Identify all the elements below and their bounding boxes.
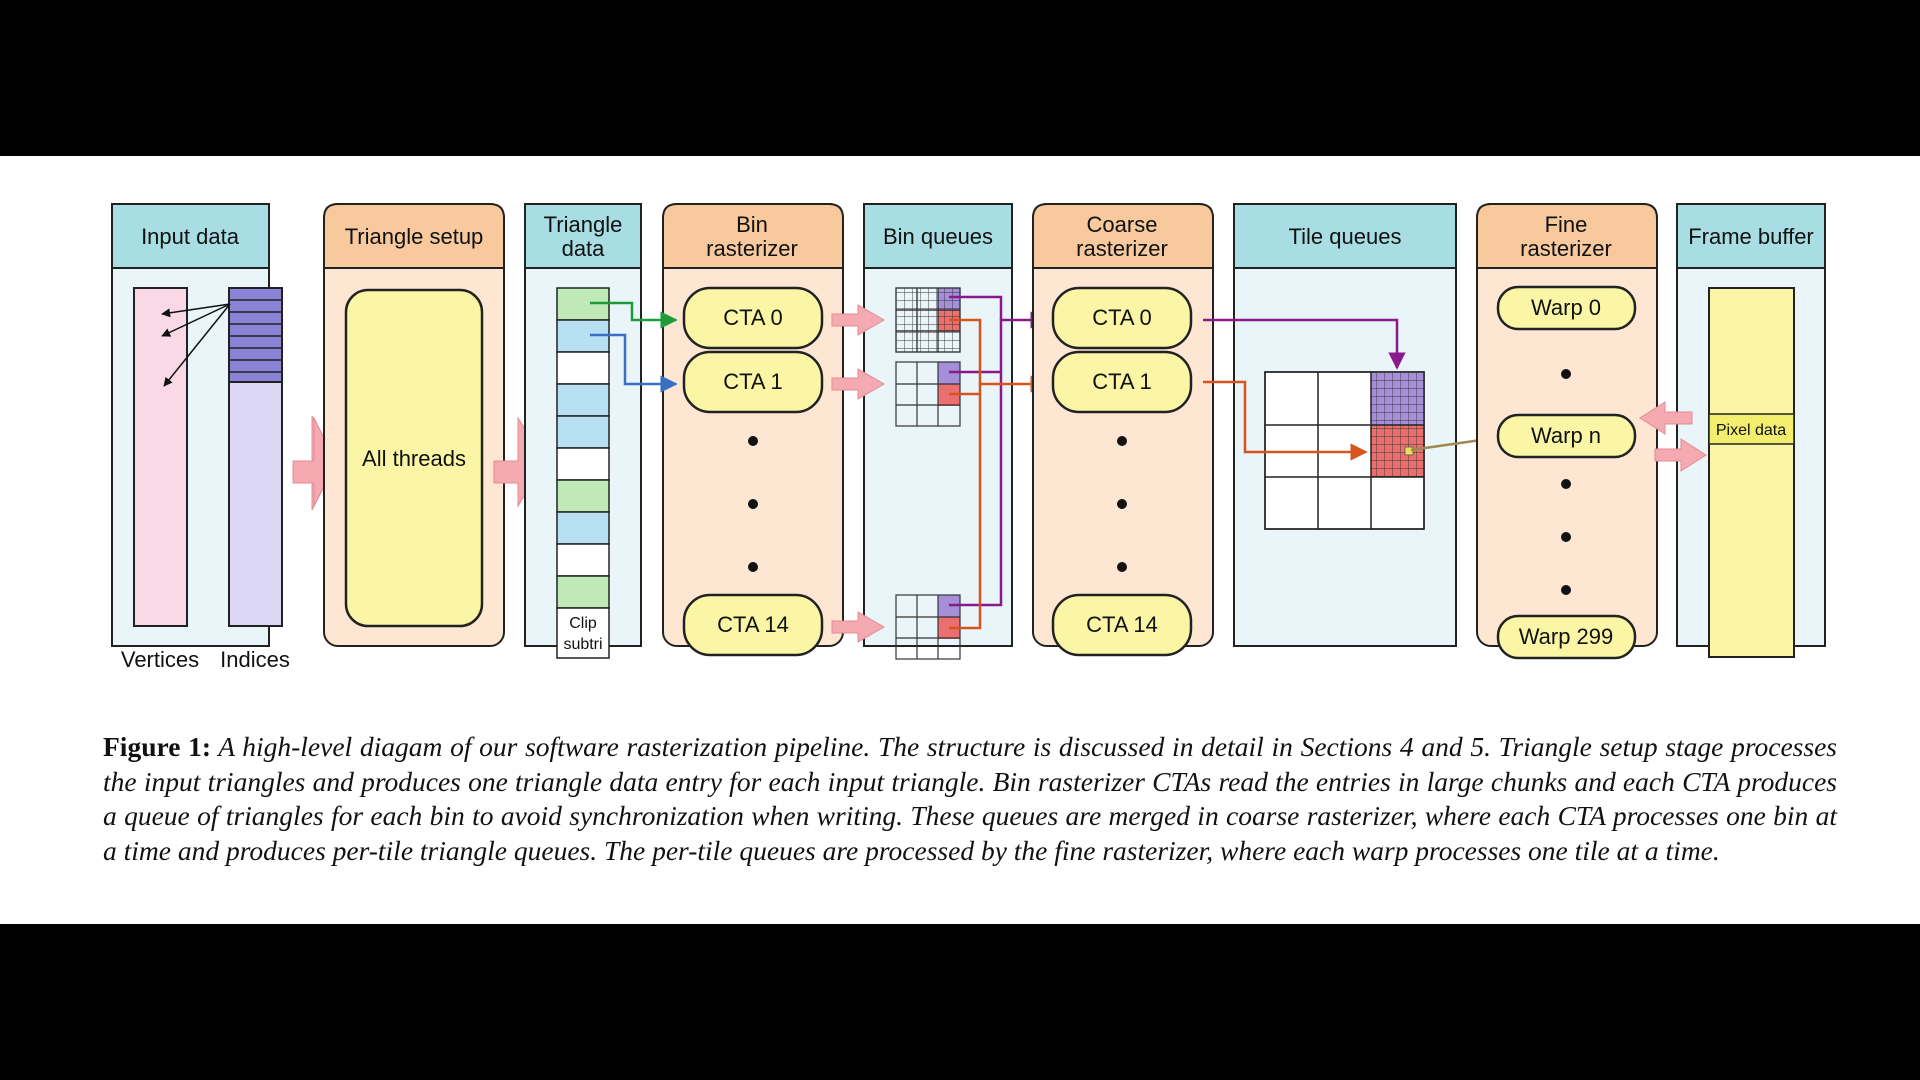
coarse-cta0-to-tile (1203, 318, 1406, 370)
bin-queue-grid-1 (895, 361, 961, 427)
stage-title-tileq: Tile queues (1289, 224, 1402, 249)
stage-title-input: Input data (141, 224, 240, 249)
stage-tile-queues: Tile queues (1233, 203, 1457, 647)
stage-fine-rasterizer: Fine rasterizer Warp 0 Warp n Warp 299 (1476, 203, 1658, 660)
warp-0-label: Warp 0 (1531, 295, 1601, 320)
stage-title-coarse-2: rasterizer (1076, 236, 1168, 261)
clip-label-2: subtri (563, 636, 602, 653)
blue-arrow (590, 333, 678, 393)
coarse-cta-1 (1051, 350, 1193, 414)
pixel-data-label: Pixel data (1716, 422, 1786, 439)
stage-input-data: Input data Vertices Indices (111, 203, 290, 672)
coarse-cta1-to-tile (1203, 380, 1368, 461)
vertices-array (133, 287, 188, 627)
stage-title-fine-1: Fine (1545, 212, 1588, 237)
stage-frame-buffer: Frame buffer Pixel data (1676, 203, 1826, 658)
stage-coarse-rasterizer: Coarse rasterizer CTA 0 CTA 1 CTA 14 (1032, 203, 1214, 657)
figure-label: Figure 1: (103, 731, 212, 762)
all-threads-box (344, 288, 484, 628)
bin-cta-0 (682, 286, 824, 350)
stage-bin-rasterizer: Bin rasterizer CTA 0 CTA 1 CTA 14 (662, 203, 844, 657)
bin-cta-14-label: CTA 14 (717, 612, 789, 637)
stage-title-tridata-2: data (562, 236, 606, 261)
warp-299-label: Warp 299 (1519, 624, 1614, 649)
coarse-cta-14 (1051, 593, 1193, 657)
vertices-label: Vertices (121, 647, 199, 672)
stage-title-setup: Triangle setup (345, 224, 484, 249)
clip-label-1: Clip (569, 615, 597, 632)
stage-title-bin-1: Bin (736, 212, 768, 237)
bin-cta-14 (682, 593, 824, 657)
bin-cta-0-label: CTA 0 (723, 305, 783, 330)
warp-n (1496, 413, 1637, 459)
stage-title-fb: Frame buffer (1688, 224, 1814, 249)
fb-read-arrow (1639, 401, 1693, 435)
bin-cta-1-label: CTA 1 (723, 369, 783, 394)
fb-write-arrow (1654, 438, 1707, 472)
bin-cta-1 (682, 350, 824, 414)
indices-label: Indices (220, 647, 290, 672)
figure-caption-text: A high-level diagam of our software rast… (103, 731, 1837, 866)
coarse-cta-14-label: CTA 14 (1086, 612, 1158, 637)
stage-title-coarse-1: Coarse (1087, 212, 1158, 237)
stage-title-bin-2: rasterizer (706, 236, 798, 261)
coarse-cta-0 (1051, 286, 1193, 350)
pixel-data-cell (1708, 413, 1795, 445)
warp-n-label: Warp n (1531, 423, 1601, 448)
stage-title-tridata-1: Triangle (544, 212, 623, 237)
pipeline-diagram: Input data Vertices Indices Triangle set… (111, 203, 1826, 672)
stage-triangle-data: Triangle data Clip subtri (524, 203, 642, 659)
figure-caption: Figure 1: A high-level diagam of our sof… (103, 730, 1837, 868)
triangle-data-array (556, 287, 610, 659)
frame-buffer-array (1708, 287, 1795, 658)
coarse-cta-1-label: CTA 1 (1092, 369, 1152, 394)
index-pointer-arrows (161, 303, 231, 387)
coarse-cta-0-label: CTA 0 (1092, 305, 1152, 330)
green-arrow (590, 301, 678, 329)
stage-title-binq: Bin queues (883, 224, 993, 249)
warp-299 (1496, 614, 1637, 660)
stage-title-fine-2: rasterizer (1520, 236, 1612, 261)
all-threads-label: All threads (362, 446, 466, 471)
warp-0 (1496, 285, 1637, 331)
merge-lines-purple (949, 295, 1048, 607)
stage-triangle-setup: Triangle setup All threads (323, 203, 505, 647)
merge-lines-orange (949, 318, 1048, 630)
slide: Input data Vertices Indices Triangle set… (0, 156, 1920, 924)
